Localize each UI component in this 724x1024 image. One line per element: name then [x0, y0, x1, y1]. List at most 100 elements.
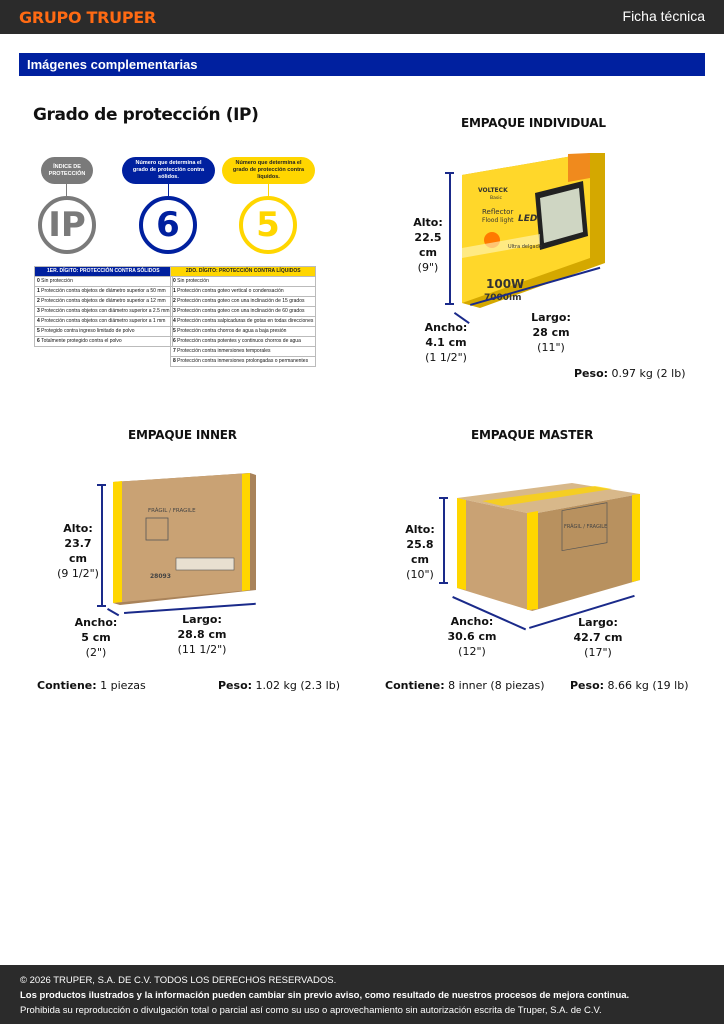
- inner-alto-cap-bottom: [97, 605, 106, 607]
- master-alto-cap-bottom: [439, 582, 448, 584]
- box-line: Basic: [490, 195, 502, 201]
- pill-solids: Número que determina el grado de protecc…: [122, 157, 215, 184]
- liquids-row: 6 Protección contra potentes y continuos…: [169, 336, 317, 347]
- master-title: EMPAQUE MASTER: [471, 428, 594, 442]
- individual-ancho-value: 4.1 cm: [425, 336, 467, 349]
- liquids-cell: 8 Protección contra inmersiones prolonga…: [169, 356, 317, 367]
- solids-row: 3 Protección contra objetos con diámetro…: [34, 306, 173, 317]
- liquids-description: Protección contra goteo con una inclinac…: [177, 298, 305, 304]
- individual-largo-imperial: (11"): [537, 341, 565, 354]
- solids-description: Protección contra objetos con diámetro s…: [41, 308, 170, 314]
- liquids-row: 3 Protección contra goteo con una inclin…: [169, 306, 317, 317]
- master-alto-value: 25.8 cm: [406, 538, 434, 566]
- master-alto-cap-top: [439, 497, 448, 499]
- liquids-digit: 0: [173, 278, 176, 284]
- box-lumens: 7000lm: [484, 293, 522, 303]
- solids-row: 1 Protección contra objetos de diámetro …: [34, 286, 173, 297]
- master-peso: Peso: 8.66 kg (19 lb): [570, 679, 688, 692]
- liquids-cell: 6 Protección contra potentes y continuos…: [169, 336, 317, 347]
- solids-description: Protección contra objetos de diámetro su…: [41, 288, 166, 294]
- individual-alto-cap-bottom: [445, 303, 454, 305]
- liquids-description: Protección contra inmersiones prolongada…: [177, 358, 309, 364]
- liquids-cell: 7 Protección contra inmersiones temporal…: [169, 346, 317, 357]
- section-title: Imágenes complementarias: [27, 57, 198, 72]
- inner-alto-line: [101, 484, 103, 606]
- individual-ancho-label: Ancho:: [424, 321, 468, 334]
- box-watts: 100W: [486, 277, 524, 291]
- inner-contiene: Contiene: 1 piezas: [37, 679, 146, 692]
- liquids-row: 7 Protección contra inmersiones temporal…: [169, 346, 317, 357]
- master-peso-value: 8.66 kg (19 lb): [607, 679, 689, 692]
- master-alto-imperial: (10"): [406, 568, 434, 581]
- circle-6-text: 6: [156, 205, 180, 245]
- circle-solids-digit: 6: [139, 196, 197, 254]
- inner-tape-left: [113, 481, 122, 603]
- inner-largo-label: Largo:: [182, 613, 222, 626]
- liquids-row: 1 Protección contra goteo vertical o con…: [169, 286, 317, 297]
- solids-cell: 3 Protección contra objetos con diámetro…: [34, 306, 173, 317]
- circle-ip: IP: [38, 196, 96, 254]
- liquids-cell: 4 Protección contra salpicaduras de gota…: [169, 316, 317, 327]
- page-header: GRUPO TRUPER Ficha técnica: [0, 0, 724, 34]
- master-ancho: Ancho: 30.6 cm (12"): [446, 614, 498, 659]
- master-tape-left: [457, 498, 466, 590]
- inner-largo-value: 28.8 cm: [177, 628, 227, 641]
- circle-liquids-digit: 5: [239, 196, 297, 254]
- inner-box-image: FRÁGIL / FRAGILE 28093: [113, 473, 256, 605]
- footer-notice: Los productos ilustrados y la informació…: [20, 990, 630, 1001]
- master-box-right: [532, 494, 640, 611]
- inner-alto-label: Alto:: [63, 522, 93, 535]
- liquids-description: Protección contra goteo con una inclinac…: [177, 308, 305, 314]
- liquids-row: 2 Protección contra goteo con una inclin…: [169, 296, 317, 307]
- pill-liquids: Número que determina el grado de protecc…: [222, 157, 315, 184]
- master-tape-corner: [527, 511, 538, 610]
- solids-description: Sin protección: [41, 278, 73, 284]
- box-brand: VOLTECK: [478, 187, 508, 194]
- solids-description: Protección contra objetos con diámetro s…: [41, 318, 166, 324]
- inner-ancho-imperial: (2"): [85, 646, 107, 659]
- individual-largo-label: Largo:: [531, 311, 571, 324]
- master-contiene-label: Contiene:: [385, 679, 445, 692]
- inner-alto-imperial: (9 1/2"): [57, 567, 99, 580]
- liquids-row: 0 Sin protección: [169, 276, 317, 287]
- box-sub: Flood light: [482, 217, 514, 224]
- inner-alto: Alto: 23.7 cm (9 1/2"): [54, 521, 102, 581]
- inner-contiene-value: 1 piezas: [100, 679, 146, 692]
- master-largo: Largo: 42.7 cm (17"): [572, 615, 624, 660]
- solids-table-header: 1ER. DÍGITO: PROTECCIÓN CONTRA SÓLIDOS: [34, 266, 173, 277]
- master-peso-label: Peso:: [570, 679, 605, 692]
- liquids-cell: 3 Protección contra goteo con una inclin…: [169, 306, 317, 317]
- tag-stripe: [462, 234, 540, 258]
- master-alto-line: [443, 497, 445, 583]
- solids-digit: 2: [37, 298, 40, 304]
- solids-row: 2 Protección contra objetos de diámetro …: [34, 296, 173, 307]
- master-largo-value: 42.7 cm: [573, 631, 623, 644]
- liquids-digit: 6: [173, 338, 176, 344]
- section-band: Imágenes complementarias: [19, 53, 705, 76]
- liquids-description: Protección contra goteo vertical o conde…: [177, 288, 284, 294]
- truper-logo: GRUPO TRUPER: [19, 8, 156, 27]
- individual-alto-label: Alto:: [413, 216, 443, 229]
- liquids-description: Protección contra potentes y continuos c…: [177, 338, 301, 344]
- liquids-row: 5 Protección contra chorros de agua a ba…: [169, 326, 317, 337]
- inner-largo-imperial: (11 1/2"): [177, 643, 227, 656]
- solids-description: Protección contra objetos de diámetro su…: [41, 298, 166, 304]
- liquids-table-header: 2DO. DÍGITO: PROTECCIÓN CONTRA LÍQUIDOS: [169, 266, 317, 277]
- inner-product-icon: [145, 517, 169, 541]
- solids-digit: 5: [37, 328, 40, 334]
- inner-barcode: [175, 557, 235, 571]
- solids-cell: 1 Protección contra objetos de diámetro …: [34, 286, 173, 297]
- box-corner-label: [568, 153, 590, 182]
- inner-ancho: Ancho: 5 cm (2"): [72, 615, 120, 660]
- solids-row: 6 Totalmente protegido contra el polvo: [34, 336, 173, 347]
- liquids-row: 8 Protección contra inmersiones prolonga…: [169, 356, 317, 367]
- master-box-image: FRÁGIL / FRAGILE: [457, 483, 640, 611]
- liquids-digit: 4: [173, 318, 176, 324]
- master-box-text: FRÁGIL / FRAGILE: [564, 523, 607, 530]
- liquids-description: Sin protección: [177, 278, 209, 284]
- individual-largo-value: 28 cm: [532, 326, 570, 339]
- inner-peso: Peso: 1.02 kg (2.3 lb): [218, 679, 340, 692]
- solids-digit: 3: [37, 308, 40, 314]
- solids-cell: 0 Sin protección: [34, 276, 173, 287]
- liquids-row: 4 Protección contra salpicaduras de gota…: [169, 316, 317, 327]
